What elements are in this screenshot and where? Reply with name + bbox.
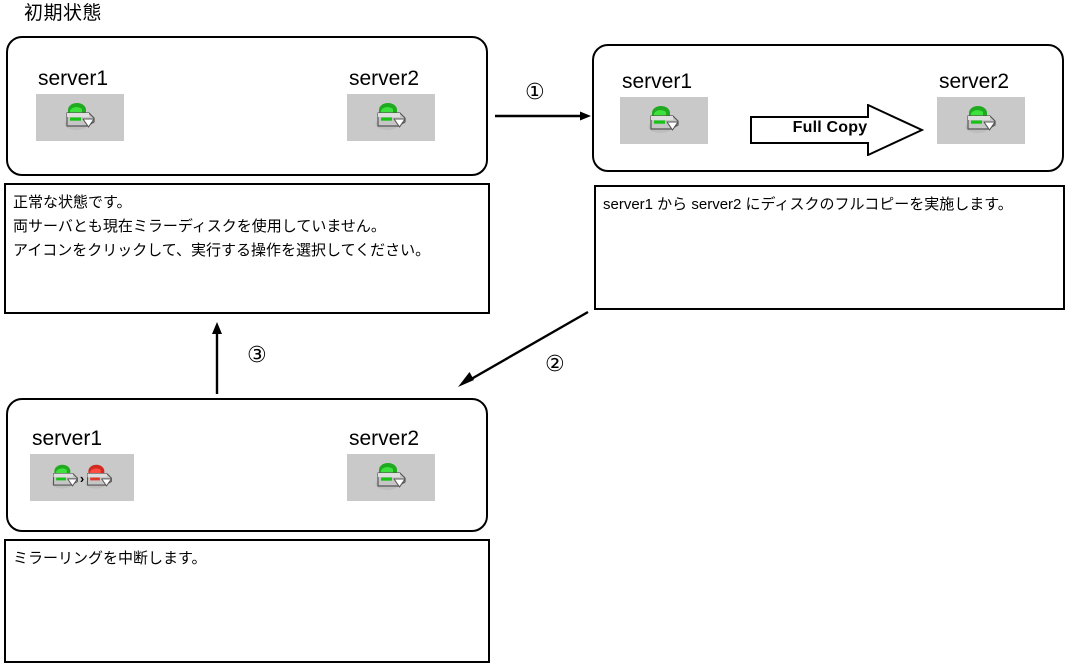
initial-state-panel: server1 server2	[6, 36, 488, 176]
step-2-number: ②	[545, 351, 565, 376]
step-3-arrow-icon	[212, 322, 222, 394]
initial-state-description: 正常な状態です。 両サーバとも現在ミラーディスクを使用していません。 アイコンを…	[4, 183, 490, 314]
step-2-arrow-icon	[458, 310, 589, 387]
server-slot-server1: server1	[620, 70, 708, 144]
disk-mirror-ok-icon[interactable]	[347, 94, 435, 141]
server-label: server2	[349, 427, 420, 450]
disk-mirror-ok-icon[interactable]	[620, 97, 708, 144]
step-1-number: ①	[525, 79, 545, 104]
full-copy-block-arrow-icon	[750, 104, 924, 156]
server-label: server2	[939, 70, 1010, 93]
server-label: server1	[622, 70, 693, 93]
disk-mirror-ok-icon[interactable]	[36, 94, 124, 141]
server-slot-server2: server2	[347, 67, 435, 141]
full-copy-description: server1 から server2 にディスクのフルコピーを実施します。	[594, 185, 1065, 310]
server-slot-server1: server1 ›	[30, 427, 134, 501]
page-title: 初期状態	[24, 3, 103, 24]
server-label: server1	[32, 427, 103, 450]
server-slot-server2: server2	[937, 70, 1025, 144]
disk-mirror-ok-icon[interactable]	[937, 97, 1025, 144]
mirror-break-panel: server1 › server2	[6, 398, 488, 532]
full-copy-panel: server1 Full Copy server2	[592, 44, 1064, 172]
disk-mirror-broken-icon[interactable]: ›	[30, 454, 134, 501]
full-copy-label: Full Copy	[792, 119, 868, 136]
step-1-arrow-icon	[495, 111, 591, 121]
mirror-break-description: ミラーリングを中断します。	[4, 539, 490, 663]
server-label: server1	[38, 67, 109, 90]
server-slot-server2: server2	[347, 427, 435, 501]
server-slot-server1: server1	[36, 67, 124, 141]
step-3-number: ③	[247, 342, 267, 367]
mirror-direction-chevron-icon: ›	[79, 471, 85, 486]
server-label: server2	[349, 67, 420, 90]
disk-mirror-ok-icon[interactable]	[347, 454, 435, 501]
